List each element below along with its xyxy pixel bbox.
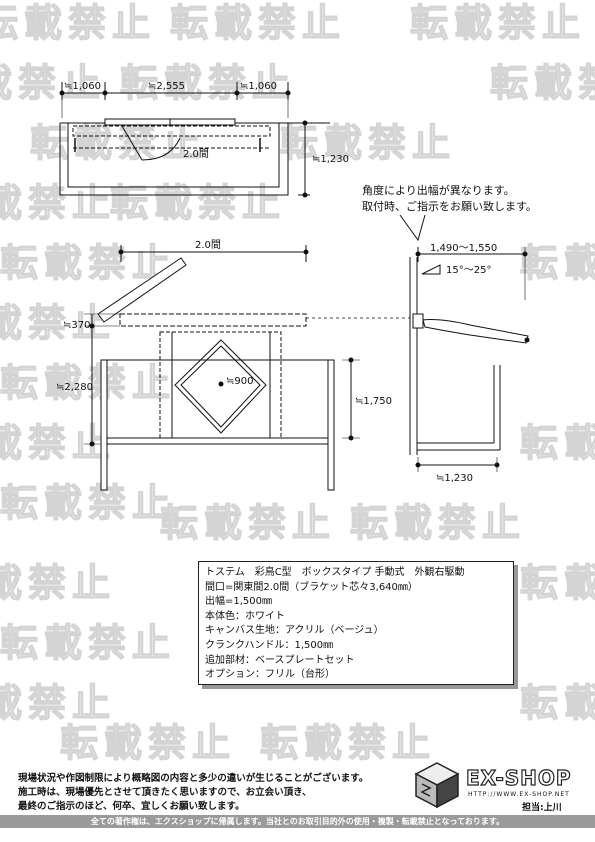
disclaimer-line: 最終のご指示のほど、何卒、宜しくお願い致します。 <box>18 801 245 812</box>
spec-line: 間口=関東間2.0間（ブラケット芯々3,640㎜） <box>205 581 418 593</box>
spec-line: トステム 彩鳥C型 ボックスタイプ 手動式 外観右駆動 <box>205 567 465 578</box>
dimension-labels: ≒1,060 ≒2,555 ≒1,060 2.0間 ≒1,230 2.0間 ≒3… <box>56 81 497 484</box>
side-view <box>399 214 530 472</box>
ex-shop-logo: EX-SHOP HTTP://WWW.EX-SHOP.NET 担当:上川 <box>412 760 582 813</box>
dim-top-span: 2.0間 <box>183 148 209 160</box>
dim-front-span: 2.0間 <box>195 239 221 251</box>
dim-front-window-height: ≒1,750 <box>355 396 392 407</box>
angle-callout: 角度により出幅が異なります。 取付時、ご指示をお願い致します。 <box>362 183 562 215</box>
dim-front-total-height: ≒2,280 <box>56 382 93 393</box>
watermark-text: 転載禁止 <box>0 0 157 45</box>
watermark-text: 転載禁止 <box>119 60 297 105</box>
logo-url: HTTP://WWW.EX-SHOP.NET <box>468 791 570 798</box>
watermark-text: 転載禁止 <box>159 500 337 545</box>
watermark-text: 転載禁止 <box>519 560 595 605</box>
dim-side-base: ≒1,230 <box>436 473 473 484</box>
watermark-text: 転載禁止 <box>519 240 595 285</box>
dim-front-window-width: ≒900 <box>226 376 253 387</box>
disclaimer-line: 施工時は、現場優先とさせて頂きたく思いますので、お立会い頂き、 <box>18 787 312 798</box>
copyright-footer: 全ての著作権は、エクスショップに帰属します。当社とのお取引目的外の使用・複製・転… <box>0 815 595 828</box>
dim-front-awning-depth: ≒370 <box>63 320 90 331</box>
spec-box: トステム 彩鳥C型 ボックスタイプ 手動式 外観右駆動 間口=関東間2.0間（ブ… <box>198 561 514 685</box>
front-view <box>84 245 410 491</box>
watermark-text: 転載禁止 <box>169 0 347 45</box>
watermark-text: 転載禁止 <box>0 560 117 605</box>
watermark-text: 転載禁止 <box>0 240 177 285</box>
logo-name: EX-SHOP <box>465 765 572 790</box>
watermark-text: 転載禁止 <box>349 500 527 545</box>
watermark-text: 転載禁止 <box>29 120 207 165</box>
watermark-text: 転載禁止 <box>519 680 595 725</box>
dim-side-projection: 1,490～1,550 <box>430 243 497 254</box>
spec-line: 本体色：ホワイト <box>205 610 285 622</box>
callout-line-2: 取付時、ご指示をお願い致します。 <box>362 200 537 213</box>
watermark-text: 転載禁止 <box>0 620 177 665</box>
dim-top-right: ≒1,060 <box>240 81 277 92</box>
watermark-text: 転載禁止 <box>0 480 177 525</box>
staff-label: 担当:上川 <box>522 803 562 813</box>
spec-line: クランクハンドル：1,500㎜ <box>205 639 334 651</box>
top-view <box>59 82 330 198</box>
cube-icon <box>414 762 460 809</box>
watermark-text: 転載禁止 <box>59 720 237 765</box>
watermark-text: 転載禁止 <box>0 60 107 105</box>
dim-top-left: ≒1,060 <box>64 81 101 92</box>
watermark-text: 転載禁止 <box>519 420 595 465</box>
watermark-text: 転載禁止 <box>109 180 287 225</box>
watermark-text: 転載禁止 <box>0 360 177 405</box>
dim-side-angle: 15°～25° <box>446 265 491 276</box>
watermark-text: 転載禁止 <box>0 180 117 225</box>
spec-line: キャンバス生地：アクリル（ベージュ） <box>205 625 384 637</box>
watermark-text: 転載禁止 <box>279 120 457 165</box>
spec-line: 出幅=1,500㎜ <box>205 596 273 608</box>
watermark-text: 転載禁止 <box>0 680 117 725</box>
disclaimer: 現場状況や作図制限により概略図の内容と多少の違いが生じることがございます。 施工… <box>18 772 368 814</box>
spec-line: 追加部材：ベースプレートセット <box>205 654 355 666</box>
watermark-text: 転載禁止 <box>489 60 595 105</box>
callout-line-1: 角度により出幅が異なります。 <box>362 184 515 197</box>
dim-top-center: ≒2,555 <box>148 81 185 92</box>
dim-top-height: ≒1,230 <box>312 154 349 165</box>
disclaimer-line: 現場状況や作図制限により概略図の内容と多少の違いが生じることがございます。 <box>18 773 369 784</box>
spec-line: オプション：フリル（台形） <box>205 669 335 681</box>
watermark-text: 転載禁止 <box>259 720 437 765</box>
watermark-text: 転載禁止 <box>409 0 587 45</box>
